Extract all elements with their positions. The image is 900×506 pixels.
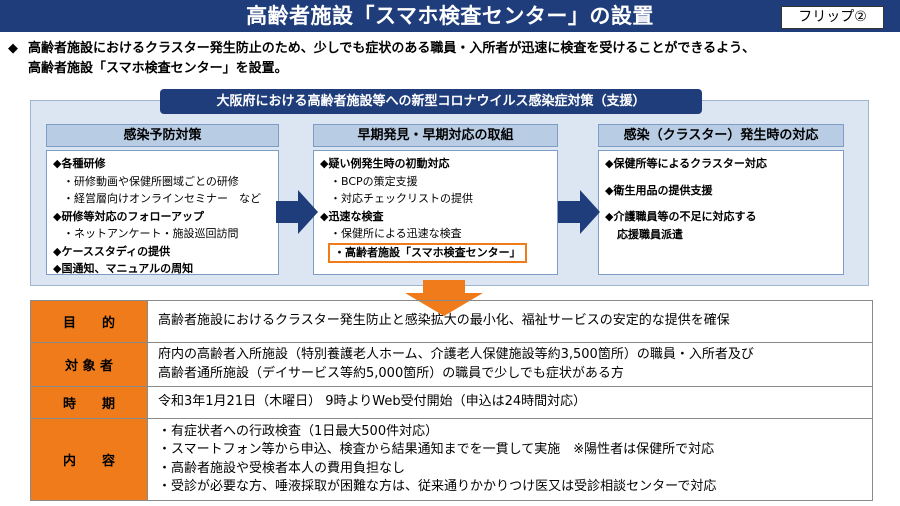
spacer	[605, 173, 837, 182]
list-heading: ◆各種研修	[53, 157, 106, 170]
spacer	[605, 199, 837, 208]
column-box-prevention: ◆各種研修・研修動画や保健所圏域ごとの研修・経営層向けオンラインセミナー など ◆…	[46, 150, 279, 275]
list-item: ・BCPの策定支援	[330, 174, 418, 188]
row-label-target: 対 象 者	[30, 342, 148, 387]
row-value-content: ・有症状者への行政検査（1日最大500件対応） ・スマートフォン等から申込、検査…	[147, 418, 873, 501]
page-title: 高齢者施設「スマホ検査センター」の設置	[246, 4, 654, 28]
column-heading-outbreak: 感染（クラスター）発生時の対応	[598, 124, 844, 147]
list-item: ・対応チェックリストの提供	[330, 192, 473, 205]
table-row: 対 象 者 府内の高齢者入所施設（特別養護老人ホーム、介護老人保健施設等約3,5…	[30, 342, 873, 387]
list-item: ・ネットアンケート・施設巡回訪問	[63, 227, 239, 240]
title-bar	[0, 0, 900, 32]
column-heading-early-detection: 早期発見・早期対応の取組	[313, 124, 558, 147]
list-heading: ◆衛生用品の提供支援	[605, 183, 713, 197]
panel-title: 大阪府における高齢者施設等への新型コロナウイルス感染症対策（支援）	[160, 89, 702, 114]
flip-label: フリップ②	[781, 6, 884, 29]
list-heading: ◆研修等対応のフォローアップ	[53, 209, 205, 223]
column-box-outbreak: ◆保健所等によるクラスター対応 ◆衛生用品の提供支援 ◆介護職員等の不足に対応する応…	[598, 150, 844, 275]
table-row: 時 期 令和3年1月21日（木曜日） 9時よりWeb受付開始（申込は24時間対応…	[30, 386, 873, 419]
highlight-box: ・高齢者施設「スマホ検査センター」	[328, 242, 527, 263]
intro-line-2: 高齢者施設「スマホ検査センター」を設置。	[28, 61, 288, 76]
column-box-early-detection: ◆疑い例発生時の初動対応・BCPの策定支援・対応チェックリストの提供 ◆迅速な検査…	[313, 150, 558, 275]
text-line: ・有症状者への行政検査（1日最大500件対応）	[158, 423, 439, 439]
list-heading: ◆保健所等によるクラスター対応	[605, 157, 767, 170]
text-line: 令和3年1月21日（木曜日） 9時よりWeb受付開始（申込は24時間対応）	[158, 394, 587, 410]
text-line: ・高齢者施設や受検者本人の費用負担なし	[158, 460, 406, 476]
list-heading: 応援職員派遣	[617, 227, 683, 241]
text-line: 府内の高齢者入所施設（特別養護老人ホーム、介護老人保健施設等約3,500箇所）の…	[158, 347, 754, 362]
text-line: ・受診が必要な方、唾液採取が困難な方は、従来通りかかりつけ医又は受診相談センター…	[158, 479, 717, 494]
row-value-target: 府内の高齢者入所施設（特別養護老人ホーム、介護老人保健施設等約3,500箇所）の…	[147, 342, 873, 387]
right-arrow-icon	[276, 190, 318, 234]
text-line: ・スマートフォン等から申込、検査から結果通知までを一貫して実施 ※陽性者は保健所…	[158, 442, 715, 457]
list-item: ・経営層向けオンラインセミナー など	[63, 192, 261, 205]
intro-line-1: 高齢者施設におけるクラスター発生防止のため、少しでも症状のある職員・入所者が迅速…	[28, 41, 756, 56]
intro-text: ◆ 高齢者施設におけるクラスター発生防止のため、少しでも症状のある職員・入所者が迅…	[8, 39, 893, 79]
down-arrow-icon	[405, 280, 483, 316]
right-arrow-icon	[558, 190, 600, 234]
list-heading: ◆介護職員等の不足に対応する	[605, 210, 757, 223]
row-label-purpose: 目 的	[30, 300, 148, 343]
details-table: 目 的 高齢者施設におけるクラスター発生防止と感染拡大の最小化、福祉サービスの安…	[30, 300, 873, 501]
text-line: 高齢者施設におけるクラスター発生防止と感染拡大の最小化、福祉サービスの安定的な提…	[158, 313, 730, 329]
row-value-purpose: 高齢者施設におけるクラスター発生防止と感染拡大の最小化、福祉サービスの安定的な提…	[147, 300, 873, 343]
table-row: 目 的 高齢者施設におけるクラスター発生防止と感染拡大の最小化、福祉サービスの安…	[30, 300, 873, 343]
row-label-content: 内 容	[30, 418, 148, 501]
list-heading: ◆疑い例発生時の初動対応	[320, 157, 450, 170]
list-heading: ◆ケーススタディの提供	[53, 244, 171, 258]
text-line: 高齢者通所施設（デイサービス等約5,000箇所）の職員で少しでも症状がある方	[158, 365, 624, 381]
list-item: ・保健所による迅速な検査	[330, 227, 462, 240]
list-item: ・研修動画や保健所圏域ごとの研修	[63, 174, 239, 188]
column-heading-prevention: 感染予防対策	[46, 124, 279, 147]
row-label-period: 時 期	[30, 386, 148, 419]
row-value-period: 令和3年1月21日（木曜日） 9時よりWeb受付開始（申込は24時間対応）	[147, 386, 873, 419]
list-item-highlight: ・高齢者施設「スマホ検査センター」	[320, 242, 551, 263]
list-heading: ◆迅速な検査	[320, 209, 384, 223]
table-row: 内 容 ・有症状者への行政検査（1日最大500件対応） ・スマートフォン等から申…	[30, 418, 873, 501]
list-heading: ◆国通知、マニュアルの周知	[53, 262, 194, 275]
bullet-diamond-icon: ◆	[8, 41, 18, 56]
